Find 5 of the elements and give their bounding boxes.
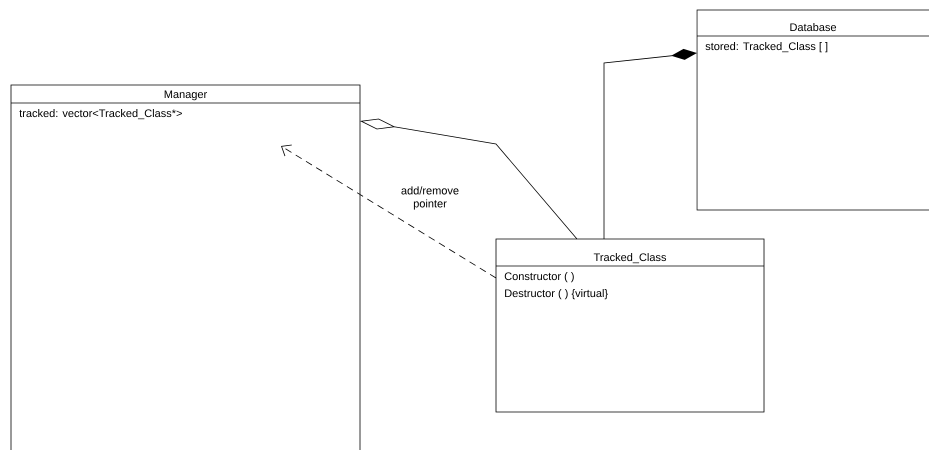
edge-label: add/remove pointer <box>398 185 462 211</box>
class-box: Tracked_Class Constructor ( ) Destructor ( ) {virtual} <box>496 238 764 412</box>
class-box: Database stored: Tracked_Class [ ] <box>696 10 929 210</box>
class-box: Manager tracked: vector<Tracked_Class*> <box>10 84 360 450</box>
arrow <box>281 144 496 278</box>
